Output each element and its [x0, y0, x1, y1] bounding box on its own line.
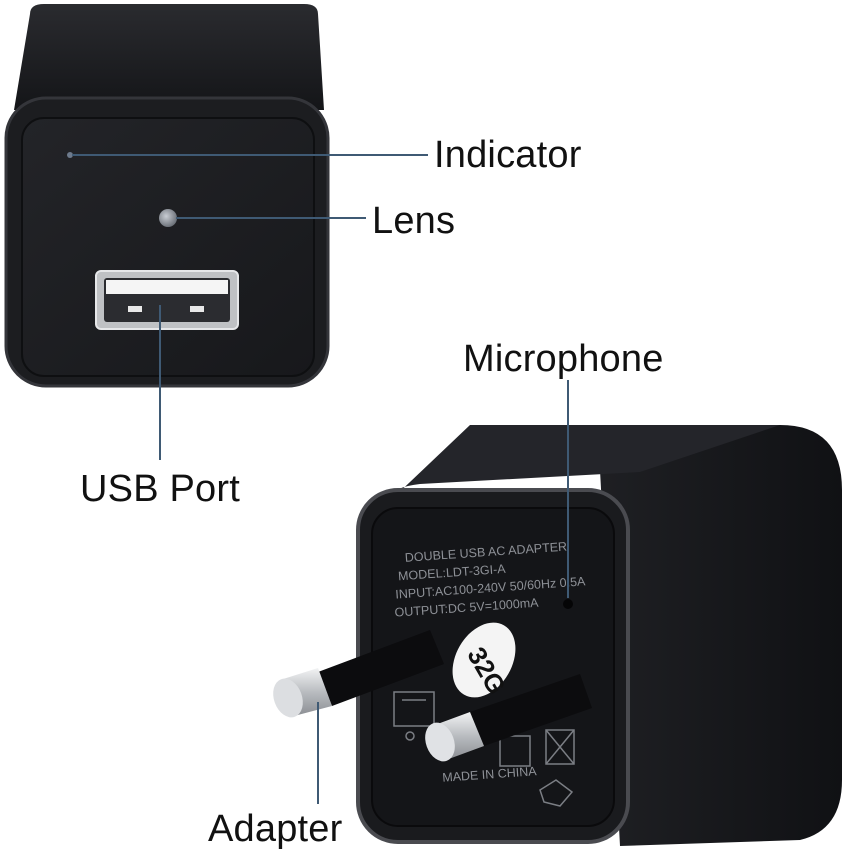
microphone-label: Microphone — [463, 338, 664, 380]
capacity-sticker: 32G — [452, 622, 516, 699]
certification-marks — [393, 691, 575, 807]
camera-charger-front — [4, 4, 330, 388]
indicator-dot — [67, 152, 73, 158]
usb-port-label: USB Port — [80, 468, 240, 510]
callout-lines — [72, 154, 569, 804]
adapter-label: Adapter — [208, 808, 343, 850]
plug-prong-lower — [425, 674, 592, 762]
microphone-hole — [563, 599, 573, 609]
plug-prong-upper — [273, 630, 444, 718]
lens-label: Lens — [372, 200, 456, 242]
print-made-in: MADE IN CHINA — [442, 764, 538, 785]
lens-dot — [159, 209, 177, 227]
usb-port — [95, 270, 239, 330]
camera-charger-back: DOUBLE USB AC ADAPTER MODEL:LDT-3GI-A IN… — [273, 425, 842, 846]
indicator-label: Indicator — [434, 134, 582, 176]
